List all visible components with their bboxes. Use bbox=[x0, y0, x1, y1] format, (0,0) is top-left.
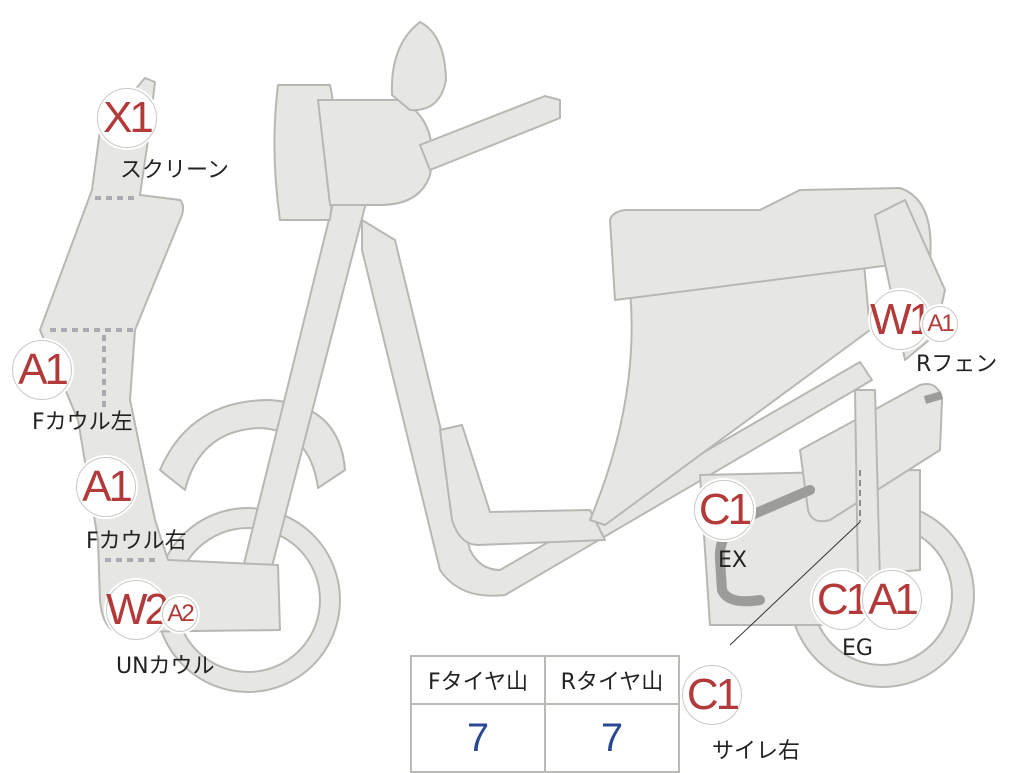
code-badge-engine-2: A1 bbox=[862, 570, 922, 630]
label-un-cowl: UNカウル bbox=[116, 654, 215, 679]
handlebar bbox=[419, 95, 561, 171]
front-tyre-value: 7 bbox=[410, 703, 546, 773]
code-badge-rear-fender-2: A1 bbox=[922, 306, 958, 342]
rear-tyre-header: Rタイヤ山 bbox=[544, 655, 680, 705]
rear-tyre-value: 7 bbox=[544, 703, 680, 773]
front-fender bbox=[159, 399, 346, 491]
code-badge-screen: X1 bbox=[97, 88, 157, 148]
seat bbox=[609, 187, 932, 301]
label-exhaust: EX bbox=[718, 548, 747, 573]
code-badge-un-cowl: W2 bbox=[106, 580, 169, 640]
label-screen: スクリーン bbox=[120, 158, 229, 183]
code-badge-silencer-right: C1 bbox=[682, 665, 742, 725]
mirror bbox=[390, 21, 447, 112]
label-fcowl-left: Fカウル左 bbox=[32, 410, 133, 435]
rear-shock bbox=[854, 389, 881, 581]
code-badge-un-cowl-2: A2 bbox=[162, 596, 198, 632]
main-frame bbox=[361, 219, 873, 597]
label-rear-fender: Rフェン bbox=[916, 352, 998, 377]
code-badge-exhaust: C1 bbox=[694, 480, 754, 540]
code-badge-fcowl-right: A1 bbox=[76, 457, 136, 517]
code-badge-engine: C1 bbox=[812, 570, 872, 630]
label-engine: EG bbox=[842, 636, 873, 661]
label-silencer-right: サイレ右 bbox=[712, 739, 801, 764]
front-tyre-header: Fタイヤ山 bbox=[410, 655, 546, 705]
floor-frame bbox=[439, 424, 606, 546]
code-badge-fcowl-left: A1 bbox=[12, 340, 72, 400]
label-fcowl-right: Fカウル右 bbox=[86, 529, 187, 554]
grab-rail bbox=[923, 391, 944, 404]
handlebar-cover bbox=[317, 99, 433, 206]
code-badge-rear-fender: W1 bbox=[870, 290, 933, 350]
tyre-tread-table: Fタイヤ山 Rタイヤ山 7 7 bbox=[410, 655, 680, 773]
